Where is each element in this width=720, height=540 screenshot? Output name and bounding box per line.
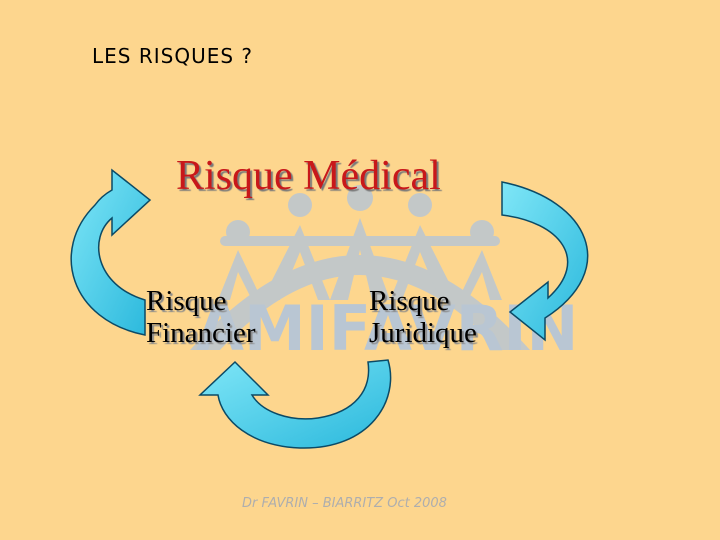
left-curved-arrow (70, 168, 152, 336)
node-risque-financier-line2: Financier (146, 317, 256, 349)
node-risque-financier-line1: Risque (146, 285, 227, 317)
logo-text: AMIFAVRIN (196, 292, 578, 365)
right-curved-arrow (501, 181, 589, 342)
node-risque-juridique-line2: Juridique (369, 317, 477, 349)
bottom-curved-arrow (198, 359, 392, 449)
slide-title: LES RISQUES ? (92, 44, 254, 68)
node-risque-juridique-line1: Risque (369, 285, 450, 317)
slide-footer: Dr FAVRIN – BIARRITZ Oct 2008 (242, 496, 447, 511)
node-risque-juridique: Risque Juridique (369, 285, 477, 349)
svg-text:AMIFAVRIN: AMIFAVRIN (196, 292, 578, 365)
node-risque-medical: Risque Médical (176, 153, 441, 199)
node-risque-financier: Risque Financier (146, 285, 256, 349)
